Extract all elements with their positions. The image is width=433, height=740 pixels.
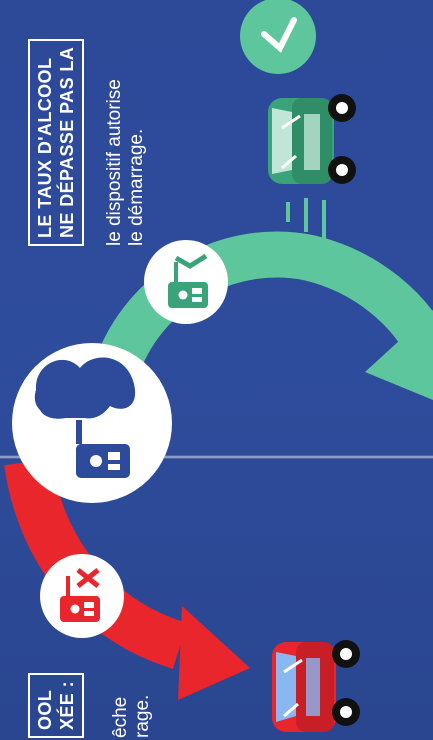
center-breath-test xyxy=(12,343,172,503)
breathalyzer-check-icon xyxy=(144,240,228,324)
top-heading-line2: NE DÉPASSE PAS LA xyxy=(56,47,78,238)
bottom-body-line1: êche xyxy=(110,695,132,738)
green-car xyxy=(268,94,356,246)
bottom-heading-box: OOL XÉE : xyxy=(28,673,84,738)
top-heading-box: LE TAUX D'ALCOOL NE DÉPASSE PAS LA xyxy=(28,39,84,246)
check-icon xyxy=(240,0,316,74)
bottom-body-text: êche rage. xyxy=(110,695,154,738)
top-body-text: le dispositif autorise le démarrage. xyxy=(104,79,148,246)
bottom-body-line2: rage. xyxy=(132,695,154,738)
red-car xyxy=(272,640,360,732)
top-heading-line1: LE TAUX D'ALCOOL xyxy=(34,47,56,238)
top-body-line1: le dispositif autorise xyxy=(104,79,126,246)
bottom-heading-line2: XÉE : xyxy=(56,681,78,730)
bottom-heading-line1: OOL xyxy=(34,681,56,730)
top-body-line2: le démarrage. xyxy=(126,79,148,246)
breathalyzer-cross-icon xyxy=(40,554,124,638)
